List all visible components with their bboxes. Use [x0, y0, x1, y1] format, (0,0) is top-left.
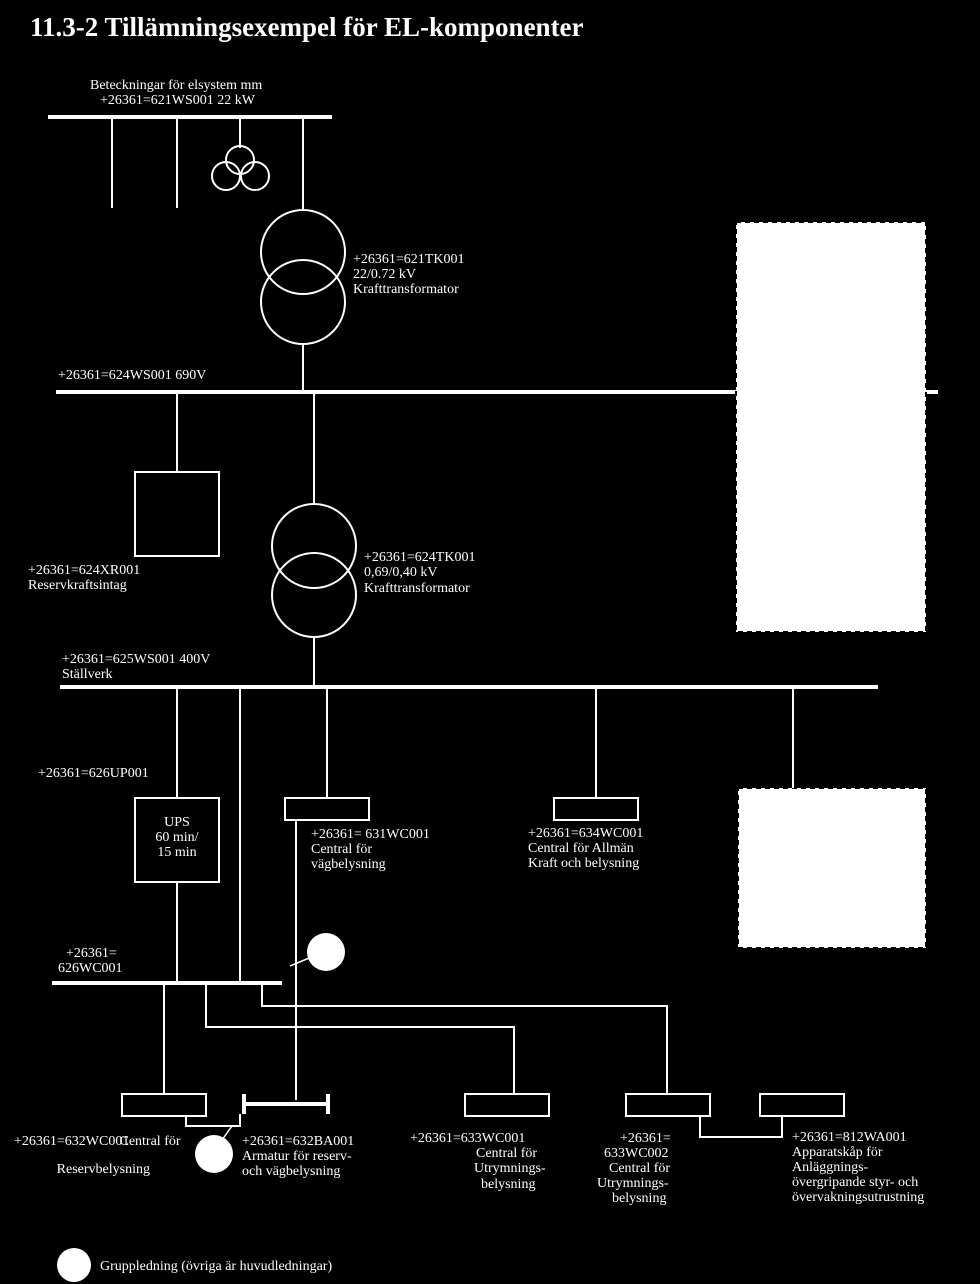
- top-bus-label-1: Beteckningar för elsystem mm: [90, 78, 262, 93]
- c632-label-2: Central för: [119, 1134, 180, 1149]
- ups-id: +26361=626UP001: [38, 766, 149, 781]
- c633a-label-4: belysning: [481, 1177, 535, 1192]
- transformer-621tk001-symbol: [260, 209, 346, 345]
- central-633wc001-box: [464, 1093, 550, 1117]
- wa812-label-1: +26361=812WA001: [792, 1130, 907, 1145]
- c633a-label-3: Utrymnings-: [474, 1161, 546, 1176]
- redacted-panel-upper: [735, 221, 927, 633]
- c634-label-1: +26361=634WC001: [528, 826, 643, 841]
- cabinet-812wa001-box: [759, 1093, 845, 1117]
- c632-label-3: Reservbelysning: [57, 1162, 150, 1177]
- c633b-label-4: Utrymnings-: [597, 1176, 669, 1191]
- transformer1-id: +26361=621TK001: [353, 252, 464, 267]
- group-line-marker: [307, 933, 345, 971]
- c632-label-1: +26361=632WC001: [14, 1134, 129, 1149]
- page-title: 11.3-2 Tillämningsexempel för EL-kompone…: [30, 12, 584, 42]
- c633a-label-2: Central för: [476, 1146, 537, 1161]
- transformer1-rating: 22/0.72 kV: [353, 267, 416, 282]
- wa812-label-5: övervakningsutrustning: [792, 1190, 924, 1205]
- transformer2-rating: 0,69/0,40 kV: [364, 565, 438, 580]
- group-line-812: [699, 1116, 783, 1138]
- bus400-label-2: Ställverk: [62, 667, 113, 682]
- bus626-label-2: 626WC001: [58, 961, 123, 976]
- c633a-label-1: +26361=633WC001: [410, 1131, 525, 1146]
- wa812-label-4: övergripande styr- och: [792, 1175, 918, 1190]
- c631-label-2: Central för: [311, 842, 372, 857]
- transformer-624tk001-symbol: [271, 503, 357, 638]
- c633b-label-3: Central för: [609, 1161, 670, 1176]
- legend-text: Gruppledning (övriga är huvudledningar): [100, 1259, 332, 1274]
- wa812-label-3: Anläggnings-: [792, 1160, 869, 1175]
- central-631wc001-box: [284, 797, 370, 821]
- c634-label-2: Central för Allmän: [528, 841, 634, 856]
- central-632wc001-box: [121, 1093, 207, 1117]
- ba632-label-1: +26361=632BA001: [242, 1134, 354, 1149]
- ba632-label-3: och vägbelysning: [242, 1164, 340, 1179]
- reserve-intake-box: [134, 471, 220, 557]
- bus400-label-1: +26361=625WS001 400V: [62, 652, 210, 667]
- c634-label-3: Kraft och belysning: [528, 856, 639, 871]
- ups-label-3: 15 min: [157, 845, 196, 860]
- transformer1-desc: Krafttransformator: [353, 282, 459, 297]
- central-634wc001-box: [553, 797, 639, 821]
- bus690-label: +26361=624WS001 690V: [58, 368, 206, 383]
- group-line-632: [185, 1114, 241, 1127]
- reserve-intake-id: +26361=624XR001: [28, 563, 140, 578]
- bus626-label-1: +26361=: [66, 946, 117, 961]
- reserve-intake-desc: Reservkraftsintag: [28, 578, 127, 593]
- legend-group-line-marker: [57, 1248, 91, 1282]
- ba632-label-2: Armatur för reserv-: [242, 1149, 352, 1164]
- wa812-label-2: Apparatskåp för: [792, 1145, 883, 1160]
- ups-label-1: UPS: [164, 815, 190, 830]
- feeder-line-633wc001: [205, 983, 515, 1094]
- c631-label-3: vägbelysning: [311, 857, 386, 872]
- c633b-label-1: +26361=: [620, 1131, 671, 1146]
- c633b-label-2: 633WC002: [604, 1146, 669, 1161]
- central-633wc002-box: [625, 1093, 711, 1117]
- transformer2-desc: Krafttransformator: [364, 581, 470, 596]
- redacted-panel-lower: [737, 787, 927, 949]
- group-line-marker: [195, 1135, 233, 1173]
- three-phase-transformer-symbol: [211, 145, 270, 191]
- feeder-line-633wc002: [261, 983, 668, 1094]
- top-bus-label-2: +26361=621WS001 22 kW: [100, 93, 256, 108]
- c631-label-1: +26361= 631WC001: [311, 827, 430, 842]
- transformer2-id: +26361=624TK001: [364, 550, 475, 565]
- ups-label-2: 60 min/: [155, 830, 198, 845]
- c633b-label-5: belysning: [612, 1191, 666, 1206]
